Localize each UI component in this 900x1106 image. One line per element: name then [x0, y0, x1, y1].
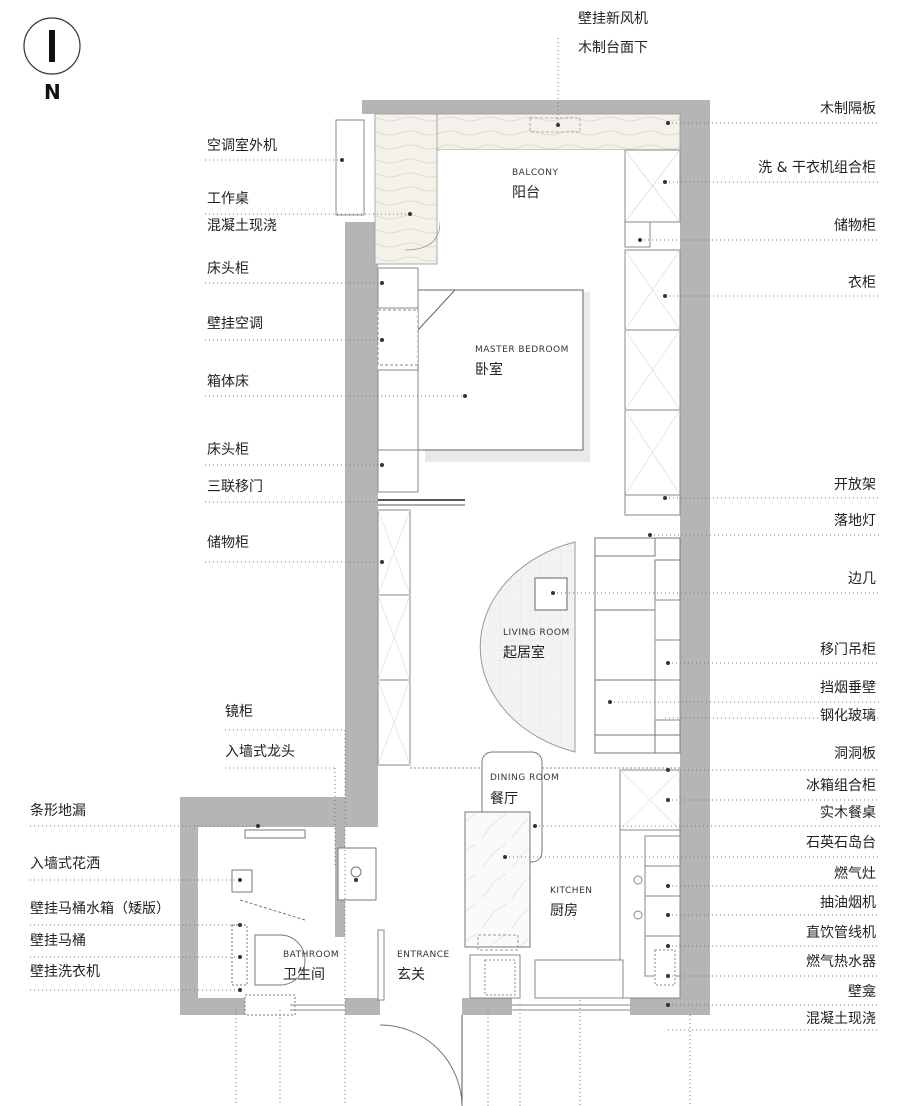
north-label: N [44, 80, 61, 104]
room-dining-en: DINING ROOM [490, 773, 560, 783]
label-left-11: 条形地漏 [30, 803, 86, 819]
label-left-1: 工作桌 [207, 191, 249, 207]
room-bedroom-en: MASTER BEDROOM [475, 345, 569, 355]
room-kitchen-cn: 厨房 [550, 903, 578, 919]
label-right-19: 混凝土现浇 [806, 1011, 876, 1027]
left-storage-cabinet [377, 509, 411, 766]
room-living-en: LIVING ROOM [503, 628, 570, 638]
label-left-10: 入墙式龙头 [225, 744, 295, 760]
label-left-3: 床头柜 [207, 261, 249, 277]
label-left-0: 空调室外机 [207, 138, 277, 154]
side-table [534, 577, 568, 611]
label-left-6: 床头柜 [207, 442, 249, 458]
room-balcony-cn: 阳台 [512, 185, 540, 201]
label-right-12: 实木餐桌 [820, 805, 876, 821]
label-right-2: 储物柜 [834, 218, 876, 234]
label-right-8: 挡烟垂壁 [820, 680, 876, 696]
room-bathroom-cn: 卫生间 [283, 967, 325, 983]
leader-dots [238, 121, 670, 1007]
label-left-14: 壁挂马桶 [30, 933, 86, 949]
label-left-4: 壁挂空调 [207, 316, 263, 332]
label-right-16: 直饮管线机 [806, 925, 876, 941]
ac-outdoor-unit [335, 119, 365, 216]
room-living-cn: 起居室 [503, 645, 545, 661]
label-left-2: 混凝土现浇 [207, 218, 277, 234]
quartz-island [464, 811, 531, 948]
label-right-9: 钢化玻璃 [820, 708, 876, 724]
north-arrow-icon [23, 17, 81, 75]
room-bedroom-cn: 卧室 [475, 362, 503, 378]
label-right-7: 移门吊柜 [820, 642, 876, 658]
label-right-0: 木制隔板 [820, 101, 876, 117]
sliding-hanging-cabinets [654, 599, 681, 721]
bottom-windows [290, 1004, 630, 1011]
label-left-12: 入墙式花洒 [30, 856, 100, 872]
kitchen-counter [619, 829, 681, 999]
label-top-under-counter: 木制台面下 [578, 40, 648, 56]
label-right-10: 洞洞板 [834, 746, 876, 762]
label-right-1: 洗 & 干衣机组合柜 [758, 160, 876, 176]
balcony-floor [440, 150, 625, 240]
label-right-14: 燃气灶 [834, 866, 876, 882]
wardrobe [624, 249, 681, 516]
label-right-15: 抽油烟机 [820, 895, 876, 911]
label-right-11: 冰箱组合柜 [806, 778, 876, 794]
bedside-cabinets [377, 267, 419, 493]
balcony-counter [374, 113, 681, 265]
label-top-fresh-air: 壁挂新风机 [578, 11, 648, 27]
bathroom-fixtures [198, 827, 377, 1016]
room-balcony-en: BALCONY [512, 168, 559, 178]
label-right-18: 壁龛 [848, 984, 876, 1000]
island-base [477, 934, 519, 951]
kitchen-bottom-units [469, 954, 624, 999]
sofa [594, 537, 681, 754]
label-left-8: 储物柜 [207, 535, 249, 551]
label-right-13: 石英石岛台 [806, 835, 876, 851]
room-dining-cn: 餐厅 [490, 791, 518, 807]
label-left-5: 箱体床 [207, 374, 249, 390]
label-right-6: 边几 [848, 571, 876, 587]
room-entrance-cn: 玄关 [397, 967, 425, 983]
label-left-7: 三联移门 [207, 479, 263, 495]
washer-dryer-cabinet [624, 149, 681, 248]
room-entrance-en: ENTRANCE [397, 950, 450, 960]
label-right-17: 燃气热水器 [806, 954, 876, 970]
leader-lines [30, 38, 880, 1106]
label-left-9: 镜柜 [225, 704, 253, 720]
fridge-cabinet [619, 769, 681, 831]
label-right-3: 衣柜 [848, 275, 876, 291]
sliding-door [378, 499, 465, 506]
label-right-5: 落地灯 [834, 513, 876, 529]
label-left-15: 壁挂洗衣机 [30, 964, 100, 980]
room-kitchen-en: KITCHEN [550, 886, 593, 896]
box-bed [417, 289, 590, 462]
label-left-13: 壁挂马桶水箱（矮版） [30, 901, 170, 917]
label-right-4: 开放架 [834, 477, 876, 493]
entrance-door [377, 929, 463, 1106]
room-bathroom-en: BATHROOM [283, 950, 340, 960]
